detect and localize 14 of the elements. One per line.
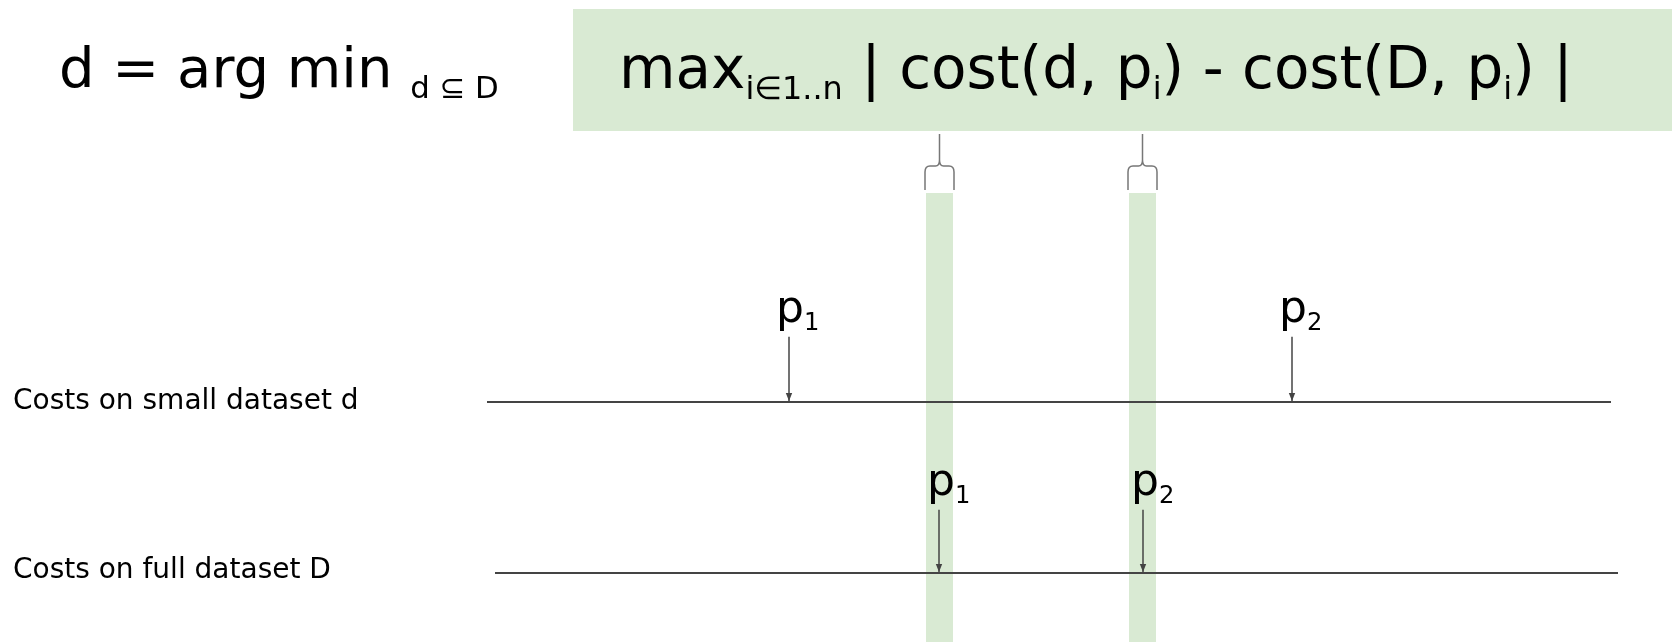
arrow xyxy=(935,508,943,573)
arrow xyxy=(1288,335,1296,402)
cost-axis-line xyxy=(495,572,1618,574)
axis-label: Costs on full dataset D xyxy=(13,555,331,583)
formula-box: max$_{i∈1..n}$ | cost(d, p$_{i}$) - cost(D, p$_{i}$) | xyxy=(573,9,1672,131)
axis-label: Costs on small dataset d xyxy=(13,386,359,414)
point-label: p$_{2}$ xyxy=(1279,285,1323,335)
formula-text: d = arg min $_{d ⊆ D}$ xyxy=(59,40,499,103)
point-label: p$_{1}$ xyxy=(776,285,820,335)
arrow xyxy=(1139,508,1147,573)
arrow xyxy=(785,335,793,402)
cost-axis-line xyxy=(487,401,1611,403)
point-label: p$_{2}$ xyxy=(1131,458,1175,508)
point-label: p$_{1}$ xyxy=(927,458,971,508)
